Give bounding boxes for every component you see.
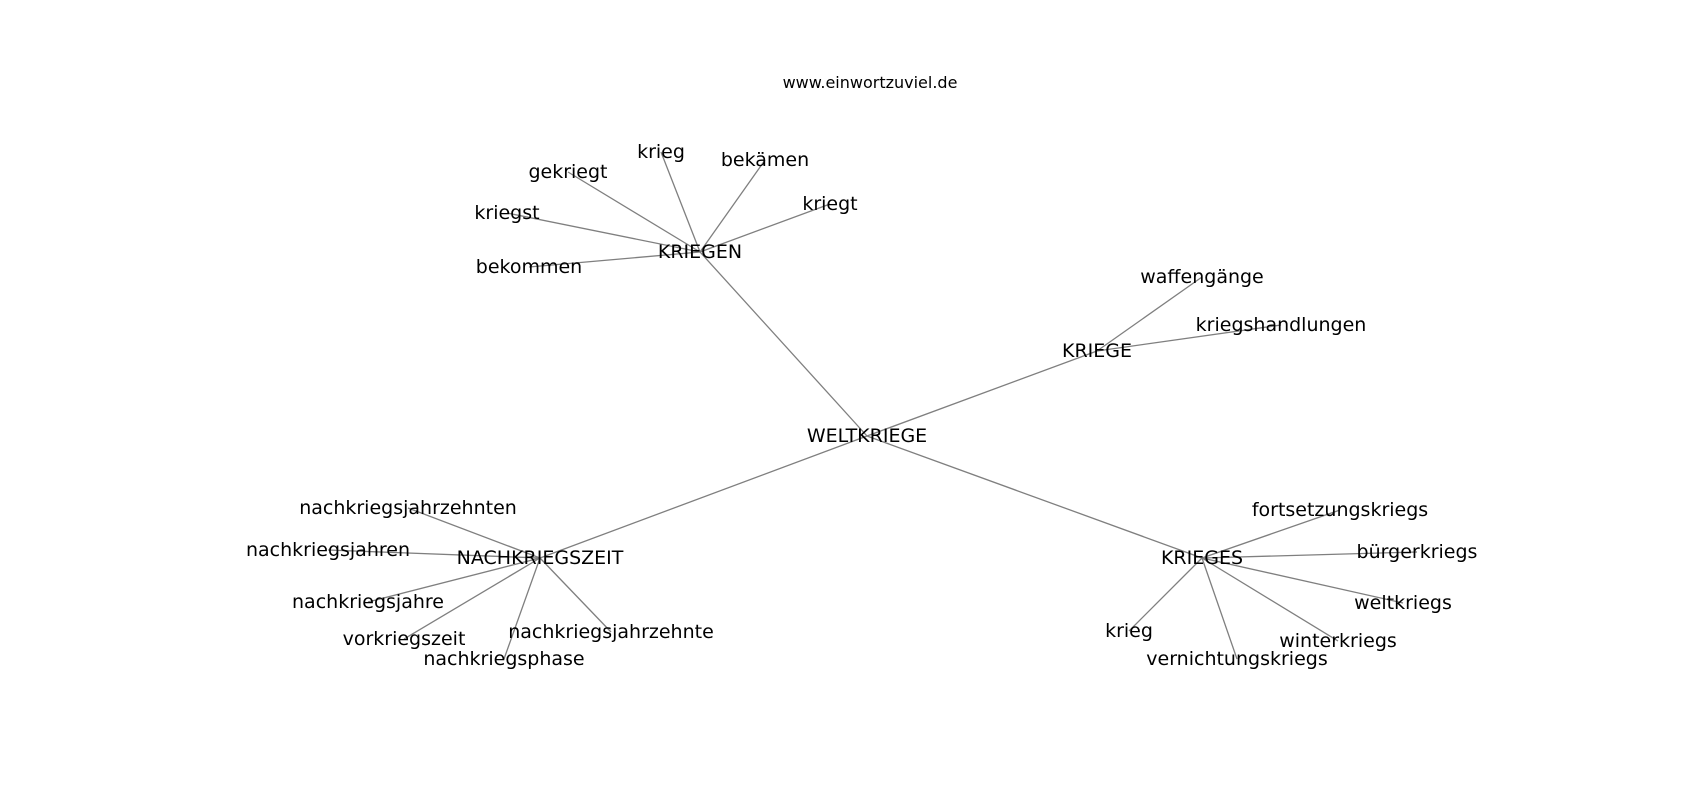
edge-nachkriegszeit-vorkriegszeit	[403, 557, 541, 640]
edge-kriegen-gekriegt	[567, 171, 701, 253]
node-label-krieges-buergerkriegs: bürgerkriegs	[1357, 541, 1478, 563]
node-label-kriege-kriegshandlungen: kriegshandlungen	[1196, 314, 1367, 336]
edge-krieges-krieg	[1128, 557, 1203, 632]
node-labels: WELTKRIEGE KRIEGEN krieg bekämen gekriegt kri…	[246, 141, 1477, 670]
site-title: www.einwortzuviel.de	[783, 73, 958, 92]
node-label-krieges-winterkriegs: winterkriegs	[1279, 630, 1397, 652]
node-label-nachkriegszeit-nachkriegsjahrzehnte: nachkriegsjahrzehnte	[508, 621, 714, 643]
edge-kriegen-kriegt	[699, 203, 831, 253]
edge-kriegen-kriegst	[506, 212, 701, 253]
edge-weltkriege-krieges	[866, 435, 1203, 559]
node-label-kriegen-bekaemen: bekämen	[721, 149, 809, 171]
edge-krieges-weltkriegs	[1201, 557, 1404, 604]
node-label-krieges-vernichtungskriegs: vernichtungskriegs	[1146, 648, 1327, 670]
node-label-krieges: KRIEGES	[1161, 547, 1243, 569]
edge-nachkriegszeit-nachkriegsjahrzehnten	[407, 507, 541, 559]
node-label-krieges-fortsetzungskriegs: fortsetzungskriegs	[1252, 499, 1428, 521]
edge-kriegen-krieg	[660, 151, 701, 253]
edge-krieges-fortsetzungskriegs	[1201, 509, 1341, 559]
node-label-kriegen-kriegt: kriegt	[802, 193, 857, 215]
node-label-kriegen-bekommen: bekommen	[476, 256, 582, 278]
node-label-kriegen-gekriegt: gekriegt	[528, 161, 607, 183]
node-label-krieges-krieg: krieg	[1105, 620, 1153, 642]
node-label-kriegen-kriegst: kriegst	[474, 202, 539, 224]
edge-krieges-buergerkriegs	[1201, 551, 1418, 559]
node-label-nachkriegszeit: NACHKRIEGSZEIT	[457, 547, 624, 569]
node-label-weltkriege: WELTKRIEGE	[807, 425, 927, 447]
node-label-nachkriegszeit-nachkriegsjahren: nachkriegsjahren	[246, 539, 410, 561]
node-label-kriegen-krieg: krieg	[637, 141, 685, 163]
edge-kriege-waffengaenge	[1096, 276, 1203, 352]
edge-weltkriege-nachkriegszeit	[539, 435, 868, 559]
node-label-kriege-waffengaenge: waffengänge	[1140, 266, 1264, 288]
edge-kriegen-bekaemen	[699, 159, 766, 253]
node-label-kriegen: KRIEGEN	[658, 241, 742, 263]
edge-nachkriegszeit-nachkriegsphase	[503, 557, 541, 660]
node-label-nachkriegszeit-nachkriegsjahrzehnten: nachkriegsjahrzehnten	[299, 497, 517, 519]
edge-krieges-vernichtungskriegs	[1201, 557, 1238, 660]
node-label-nachkriegszeit-nachkriegsphase: nachkriegsphase	[423, 648, 584, 670]
edges	[327, 151, 1418, 660]
node-label-nachkriegszeit-nachkriegsjahre: nachkriegsjahre	[292, 591, 444, 613]
edge-nachkriegszeit-nachkriegsjahren	[327, 549, 541, 559]
node-label-nachkriegszeit-vorkriegszeit: vorkriegszeit	[343, 628, 466, 650]
edge-nachkriegszeit-nachkriegsjahrzehnte	[539, 557, 612, 633]
edge-weltkriege-kriegen	[699, 251, 868, 437]
node-label-kriege: KRIEGE	[1062, 340, 1132, 362]
edge-kriegen-bekommen	[528, 251, 701, 268]
node-label-krieges-weltkriegs: weltkriegs	[1354, 592, 1452, 614]
edge-krieges-winterkriegs	[1201, 557, 1339, 642]
edge-nachkriegszeit-nachkriegsjahre	[367, 557, 541, 603]
edge-weltkriege-kriege	[866, 350, 1098, 437]
edge-kriege-kriegshandlungen	[1096, 324, 1282, 352]
